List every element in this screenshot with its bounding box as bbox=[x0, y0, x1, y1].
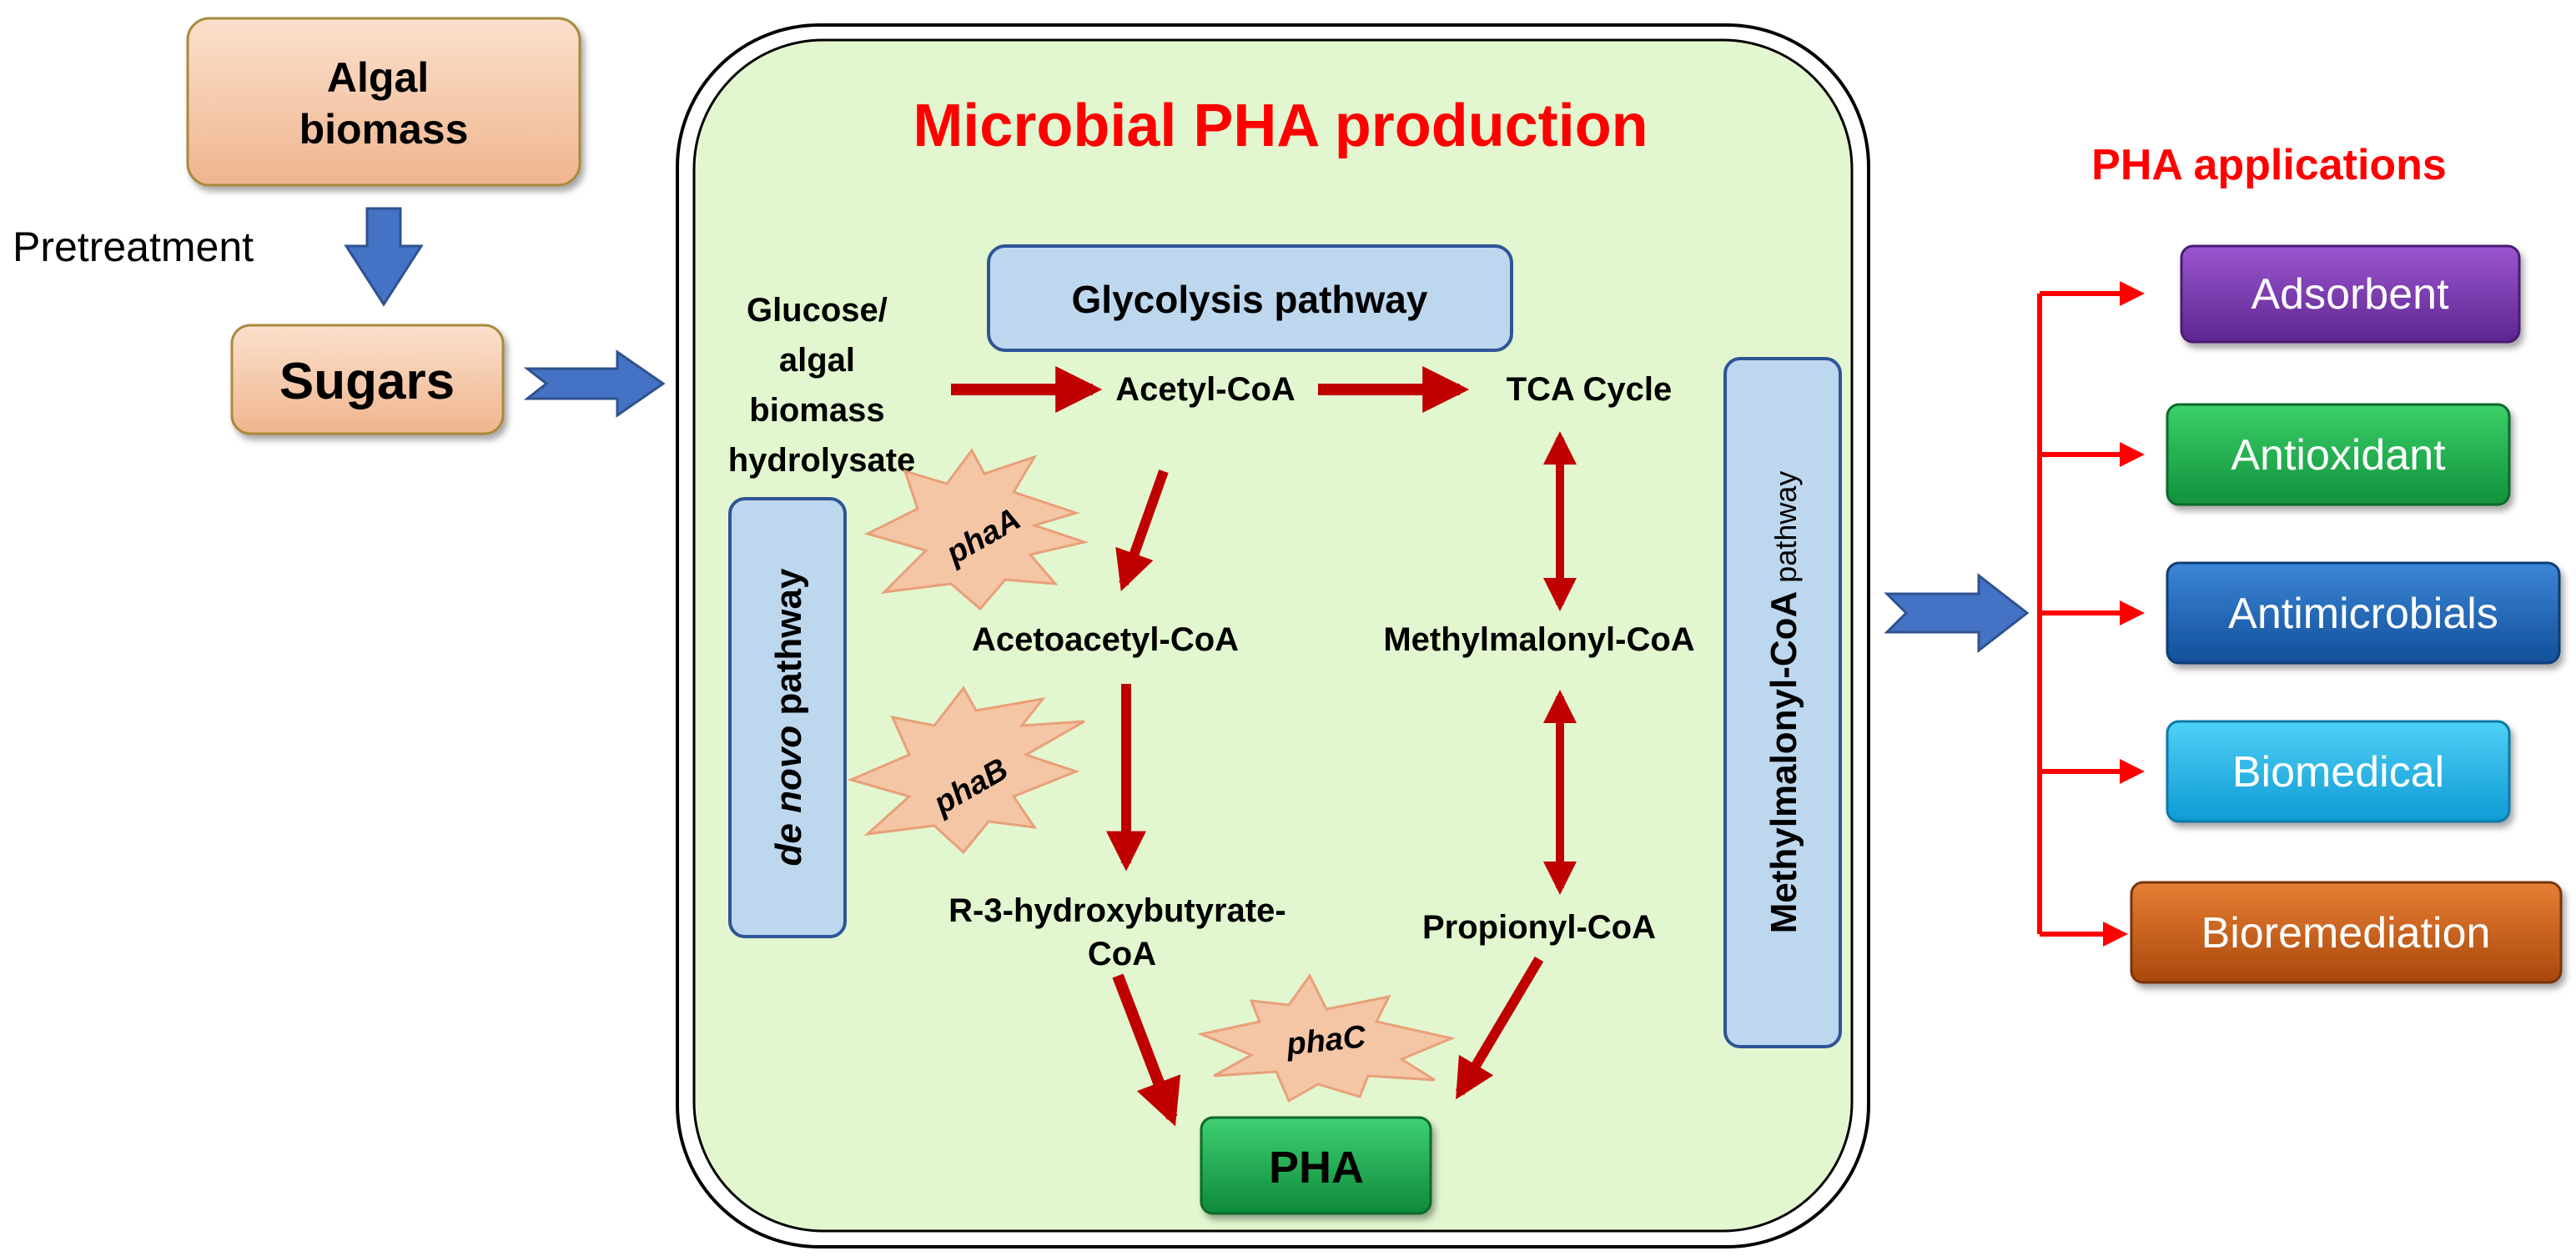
de-novo-rest: pathway bbox=[768, 568, 809, 726]
enzyme-phaC-label: phaC bbox=[1284, 1019, 1367, 1063]
app-biomedical: Biomedical bbox=[2166, 720, 2511, 823]
app-antioxidant-label: Antioxidant bbox=[2231, 431, 2446, 480]
app-antimicrobials: Antimicrobials bbox=[2166, 561, 2561, 665]
app-bioremediation-label: Bioremediation bbox=[2201, 909, 2491, 957]
svg-text:Glucose/ algal biomass: Glucose/ algal biomass hydrolysate bbox=[728, 292, 916, 479]
microbial-cell bbox=[676, 23, 1870, 1248]
tca-cycle-label: TCA Cycle bbox=[1507, 371, 1673, 408]
cell-to-applications-arrow bbox=[1884, 572, 2030, 654]
enzyme-phaC: phaC bbox=[1196, 973, 1456, 1103]
app-bioremediation: Bioremediation bbox=[2130, 881, 2563, 984]
app-adsorbent-label: Adsorbent bbox=[2251, 270, 2449, 319]
pretreatment-label: Pretreatment bbox=[13, 224, 254, 270]
svg-text:Algal biomass: Algal biomass bbox=[299, 54, 469, 153]
methylmalonyl-pathway-suffix: pathway bbox=[1768, 471, 1803, 591]
pathway-arrows bbox=[951, 366, 1577, 1127]
cell-title: Microbial PHA production bbox=[913, 93, 1648, 159]
algal-biomass-box: Algal biomass bbox=[186, 17, 581, 187]
methylmalonyl-pathway-main: Methylmalonyl-CoA bbox=[1763, 591, 1804, 934]
glucose-line3: biomass bbox=[749, 392, 884, 429]
app-adsorbent: Adsorbent bbox=[2180, 244, 2521, 344]
app-antimicrobials-label: Antimicrobials bbox=[2228, 590, 2498, 638]
pha-product-label: PHA bbox=[1269, 1143, 1364, 1193]
acetyl-coa-label: Acetyl-CoA bbox=[1115, 371, 1296, 408]
methylmalonyl-coa-label: Methylmalonyl-CoA bbox=[1383, 621, 1694, 658]
sugars-to-cell-arrow bbox=[523, 349, 666, 418]
propionyl-coa-label: Propionyl-CoA bbox=[1422, 909, 1656, 946]
hydroxybutyrate-line2: CoA bbox=[1088, 936, 1156, 972]
app-biomedical-label: Biomedical bbox=[2232, 748, 2444, 796]
glucose-line2: algal bbox=[779, 342, 855, 379]
de-novo-pathway-box: de novo pathway bbox=[728, 497, 847, 938]
glycolysis-label: Glycolysis pathway bbox=[1072, 278, 1428, 321]
de-novo-italic: de novo bbox=[768, 726, 809, 867]
algal-biomass-line1: Algal bbox=[327, 54, 429, 101]
svg-text:R-3-hydroxybutyrate- CoA: R-3-hydroxybutyrate- CoA bbox=[948, 892, 1296, 972]
arrow-acetyl-to-acetoacetyl bbox=[1115, 469, 1169, 592]
enzyme-phaB: phaB bbox=[847, 686, 1085, 855]
methylmalonyl-pathway-box: Methylmalonyl-CoA pathway bbox=[1723, 357, 1842, 1048]
enzyme-phaA: phaA bbox=[863, 448, 1089, 611]
glucose-line1: Glucose/ bbox=[747, 292, 888, 329]
arrow-hydroxybutyrate-to-pha bbox=[1112, 973, 1181, 1127]
glucose-line4: hydrolysate bbox=[728, 442, 916, 479]
algal-biomass-line2: biomass bbox=[299, 106, 469, 153]
applications-connector bbox=[2037, 281, 2145, 947]
sugars-box: Sugars bbox=[230, 324, 505, 435]
applications-title: PHA applications bbox=[2091, 141, 2447, 189]
sugars-label: Sugars bbox=[279, 353, 455, 410]
glycolysis-pathway-box: Glycolysis pathway bbox=[987, 244, 1513, 352]
arrow-propionyl-to-pha bbox=[1455, 956, 1544, 1100]
hydroxybutyrate-line1: R-3-hydroxybutyrate- bbox=[948, 892, 1286, 929]
acetoacetyl-coa-label: Acetoacetyl-CoA bbox=[972, 621, 1239, 658]
app-antioxidant: Antioxidant bbox=[2166, 403, 2511, 506]
svg-text:Methylmalonyl-CoA pathway: Methylmalonyl-CoA pathway bbox=[1763, 471, 1804, 934]
pha-product-box: PHA bbox=[1200, 1116, 1432, 1215]
pretreatment-arrow bbox=[344, 207, 424, 307]
svg-text:de novo pathway: de novo pathway bbox=[768, 568, 809, 866]
